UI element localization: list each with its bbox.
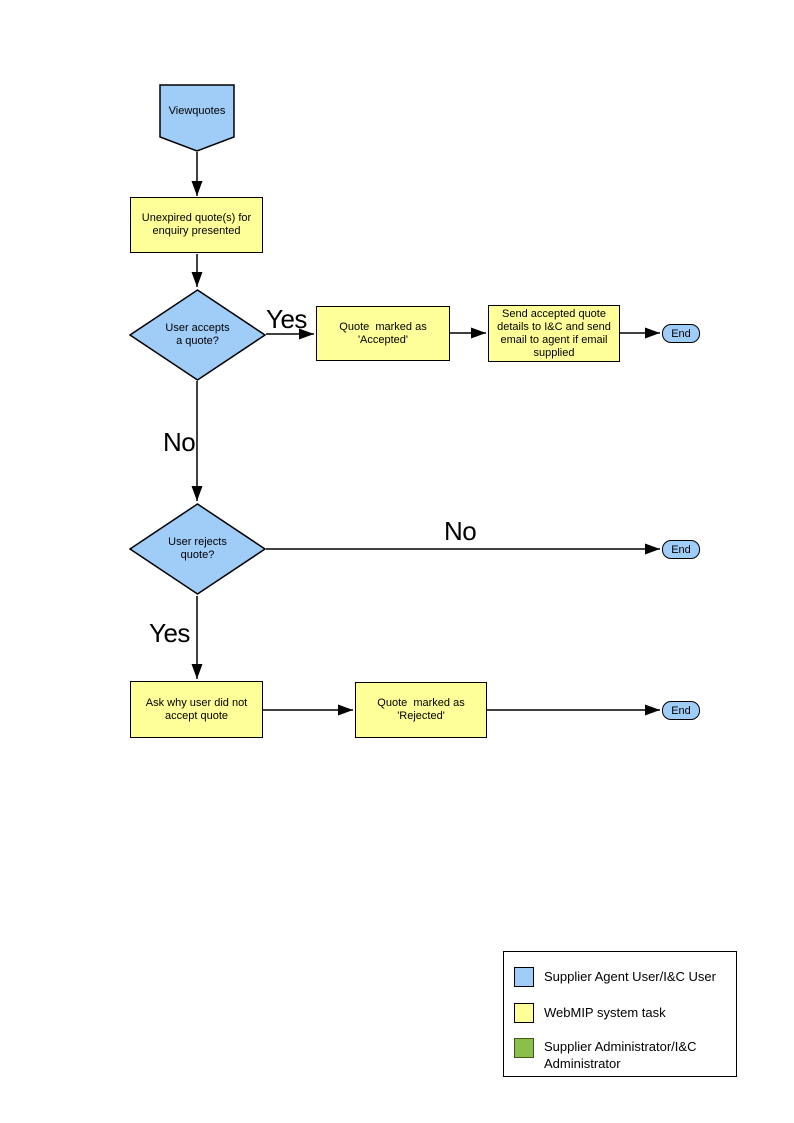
node-label: Quote marked as 'Accepted': [339, 320, 430, 346]
legend: Supplier Agent User/I&C User WebMIP syst…: [503, 951, 737, 1077]
legend-swatch-yellow: [514, 1003, 534, 1023]
edge-label-yes-reject: Yes: [149, 618, 190, 648]
edge-label-no-reject: No: [444, 516, 477, 546]
legend-item: WebMIP system task: [514, 1003, 724, 1023]
node-label: Send accepted quote details to I&C and s…: [497, 307, 614, 359]
legend-item: Supplier Administrator/I&C Administrator: [514, 1038, 724, 1072]
node-quote-accepted: Quote marked as 'Accepted': [316, 306, 450, 361]
legend-item: Supplier Agent User/I&C User: [514, 967, 724, 987]
node-end-rejected: End: [662, 701, 700, 720]
node-label: User accepts a quote?: [129, 289, 266, 381]
diamond-shape: [129, 503, 266, 595]
diamond-shape: [129, 289, 266, 381]
node-viewquotes: Viewquotes: [159, 84, 235, 152]
pentagon-shape: [159, 84, 235, 152]
legend-label: WebMIP system task: [544, 1005, 666, 1020]
node-label: Viewquotes: [168, 104, 226, 117]
node-label: Quote marked as 'Rejected': [377, 697, 468, 722]
node-label: Unexpired quote(s) for enquiry presented: [141, 212, 255, 237]
node-user-accepts: User accepts a quote?: [129, 289, 266, 381]
legend-label: Supplier Agent User/I&C User: [544, 969, 716, 984]
node-label: Ask why user did not accept quote: [145, 696, 251, 722]
legend-swatch-green: [514, 1038, 534, 1058]
node-end-accept: End: [662, 324, 700, 343]
edge-label-no-accept: No: [163, 427, 196, 457]
node-label-text: User rejects quote?: [168, 536, 230, 561]
node-unexpired-quotes: Unexpired quote(s) for enquiry presented: [130, 197, 263, 253]
node-end-reject-no: End: [662, 540, 700, 559]
node-label: User rejects quote?: [129, 503, 266, 595]
edge-label-yes-accept: Yes: [266, 304, 307, 334]
node-ask-why: Ask why user did not accept quote: [130, 681, 263, 738]
node-label-text: User accepts a quote?: [165, 322, 233, 347]
legend-swatch-blue: [514, 967, 534, 987]
node-send-details: Send accepted quote details to I&C and s…: [488, 305, 620, 362]
node-user-rejects: User rejects quote?: [129, 503, 266, 595]
legend-label: Supplier Administrator/I&C Administrator: [544, 1039, 697, 1071]
node-quote-rejected: Quote marked as 'Rejected': [355, 682, 487, 738]
